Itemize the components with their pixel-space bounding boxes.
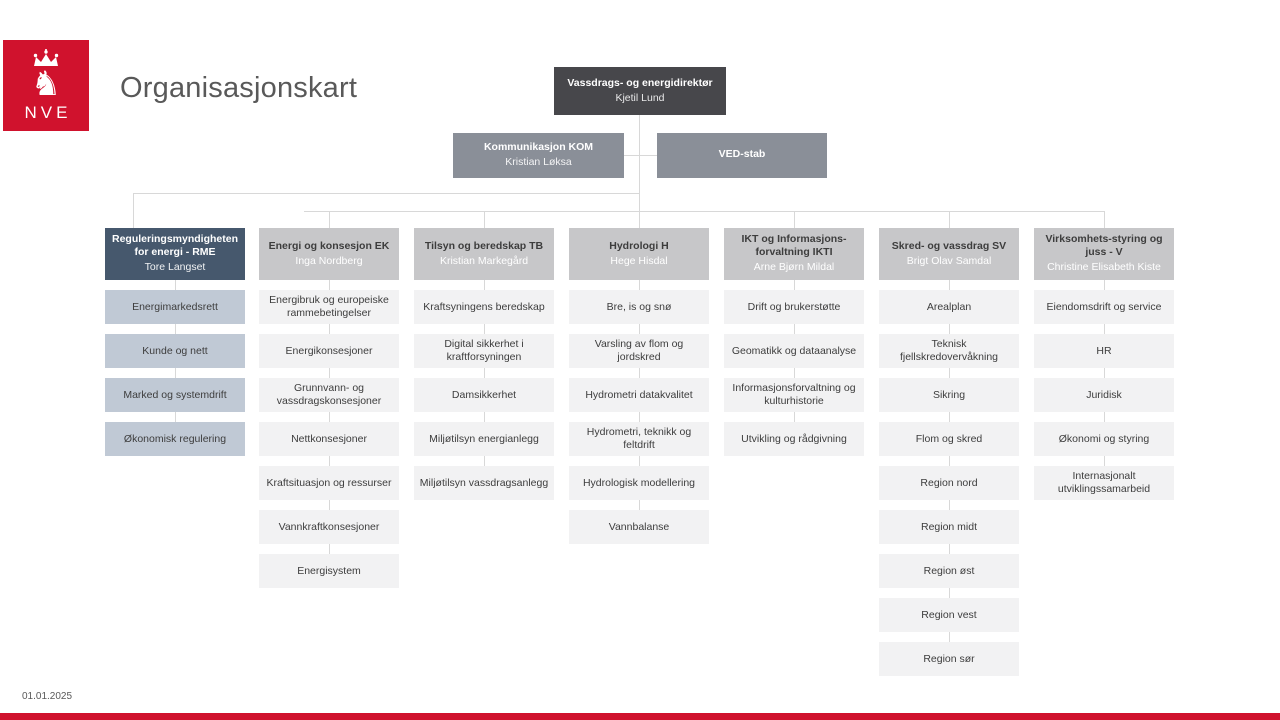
- department-unit: Varsling av flom og jordskred: [569, 334, 709, 368]
- department-title: IKT og Informasjons-forvaltning IKTI: [741, 233, 847, 259]
- org-column: Reguleringsmyndigheten for energi - RME T…: [105, 228, 245, 456]
- column-connector-line: [949, 280, 950, 642]
- department-unit: Sikring: [879, 378, 1019, 412]
- connector-left-horizontal: [133, 193, 640, 194]
- department-unit: Hydrometri datakvalitet: [569, 378, 709, 412]
- department-header: Virksomhets-styring og juss - V Christine…: [1034, 228, 1174, 280]
- staff-title: VED-stab: [718, 147, 766, 160]
- department-unit: Kraftsituasjon og ressurser: [259, 466, 399, 500]
- org-column: Tilsyn og beredskap TB Kristian Markegård…: [414, 228, 554, 500]
- department-unit: Internasjonalt utviklingssamarbeid: [1034, 466, 1174, 500]
- department-header: Energi og konsesjon EK Inga Nordberg: [259, 228, 399, 280]
- org-column: IKT og Informasjons-forvaltning IKTI Arne…: [724, 228, 864, 456]
- department-unit: Drift og brukerstøtte: [724, 290, 864, 324]
- department-header: Hydrologi H Hege Hisdal: [569, 228, 709, 280]
- department-unit: Økonomi og styring: [1034, 422, 1174, 456]
- department-unit: Juridisk: [1034, 378, 1174, 412]
- department-title: Tilsyn og beredskap TB: [424, 239, 544, 252]
- crown-horse-icon: ♞: [20, 49, 72, 110]
- department-unit: Region sør: [879, 642, 1019, 676]
- department-unit: Eiendomsdrift og service: [1034, 290, 1174, 324]
- page-title: Organisasjonskart: [120, 72, 358, 104]
- department-unit: Geomatikk og dataanalyse: [724, 334, 864, 368]
- connector-column-stub: [949, 211, 950, 228]
- department-unit: Damsikkerhet: [414, 378, 554, 412]
- department-head-name: Hege Hisdal: [610, 254, 668, 267]
- connector-column-stub: [484, 211, 485, 228]
- department-unit: Region nord: [879, 466, 1019, 500]
- department-title: Reguleringsmyndigheten for energi - RME: [111, 233, 238, 259]
- department-unit: HR: [1034, 334, 1174, 368]
- svg-text:♞: ♞: [31, 64, 61, 104]
- department-unit: Hydrometri, teknikk og feltdrift: [569, 422, 709, 456]
- connector-column-stub: [794, 211, 795, 228]
- department-unit: Kraftsyningens beredskap: [414, 290, 554, 324]
- connector-director-vertical: [639, 114, 640, 211]
- department-unit: Økonomisk regulering: [105, 422, 245, 456]
- department-head-name: Christine Elisabeth Kiste: [1047, 261, 1161, 274]
- connector-staff-horizontal: [624, 155, 657, 156]
- column-connector-line: [484, 280, 485, 466]
- column-connector-line: [329, 280, 330, 554]
- department-unit: Kunde og nett: [105, 334, 245, 368]
- director-name: Kjetil Lund: [615, 91, 665, 104]
- department-unit: Region vest: [879, 598, 1019, 632]
- department-head-name: Brigt Olav Samdal: [906, 254, 992, 267]
- department-unit: Hydrologisk modellering: [569, 466, 709, 500]
- department-title: Virksomhets-styring og juss - V: [1045, 233, 1163, 259]
- department-unit: Region midt: [879, 510, 1019, 544]
- director-box: Vassdrags- og energidirektør Kjetil Lund: [554, 67, 726, 115]
- department-unit: Marked og systemdrift: [105, 378, 245, 412]
- department-header: Tilsyn og beredskap TB Kristian Markegård: [414, 228, 554, 280]
- department-head-name: Inga Nordberg: [295, 254, 363, 267]
- department-unit: Arealplan: [879, 290, 1019, 324]
- department-title: Skred- og vassdrag SV: [891, 239, 1007, 252]
- department-unit: Energimarkedsrett: [105, 290, 245, 324]
- staff-box-ved-stab: VED-stab: [657, 133, 827, 178]
- department-head-name: Tore Langset: [144, 261, 206, 274]
- department-title: Hydrologi H: [609, 239, 669, 252]
- director-title: Vassdrags- og energidirektør: [567, 76, 713, 89]
- department-unit: Vannbalanse: [569, 510, 709, 544]
- department-title: Energi og konsesjon EK: [268, 239, 390, 252]
- department-header: IKT og Informasjons-forvaltning IKTI Arne…: [724, 228, 864, 280]
- department-unit: Bre, is og snø: [569, 290, 709, 324]
- department-unit: Energikonsesjoner: [259, 334, 399, 368]
- connector-column-stub: [1104, 211, 1105, 228]
- staff-box-kommunikasjon: Kommunikasjon KOM Kristian Løksa: [453, 133, 624, 178]
- department-unit: Utvikling og rådgivning: [724, 422, 864, 456]
- department-unit: Digital sikkerhet i kraftforsyningen: [414, 334, 554, 368]
- connector-column-stub: [329, 211, 330, 228]
- brand-bottom-bar: [0, 713, 1280, 720]
- column-connector-line: [1104, 280, 1105, 466]
- department-unit: Vannkraftkonsesjoner: [259, 510, 399, 544]
- connector-column-stub: [639, 211, 640, 228]
- department-unit: Miljøtilsyn energianlegg: [414, 422, 554, 456]
- connector-rme-drop: [133, 193, 134, 228]
- department-unit: Informasjonsforvaltning og kulturhistori…: [724, 378, 864, 412]
- connector-main-horizontal: [304, 211, 1104, 212]
- staff-name: Kristian Løksa: [505, 156, 572, 169]
- department-header: Reguleringsmyndigheten for energi - RME T…: [105, 228, 245, 280]
- nve-logo: ♞ NVE: [3, 40, 89, 131]
- nve-logo-text: NVE: [24, 103, 72, 122]
- department-unit: Grunnvann- og vassdragskonsesjoner: [259, 378, 399, 412]
- department-unit: Region øst: [879, 554, 1019, 588]
- department-head-name: Arne Bjørn Mildal: [753, 261, 835, 274]
- department-unit: Energibruk og europeiske rammebetingelse…: [259, 290, 399, 324]
- staff-title: Kommunikasjon KOM: [483, 141, 594, 154]
- department-unit: Flom og skred: [879, 422, 1019, 456]
- department-unit: Miljøtilsyn vassdragsanlegg: [414, 466, 554, 500]
- department-header: Skred- og vassdrag SV Brigt Olav Samdal: [879, 228, 1019, 280]
- department-unit: Nettkonsesjoner: [259, 422, 399, 456]
- date-label: 01.01.2025: [22, 691, 73, 702]
- department-unit: Teknisk fjellskredovervåkning: [879, 334, 1019, 368]
- department-head-name: Kristian Markegård: [439, 254, 529, 267]
- department-unit: Energisystem: [259, 554, 399, 588]
- org-column: Virksomhets-styring og juss - V Christine…: [1034, 228, 1174, 500]
